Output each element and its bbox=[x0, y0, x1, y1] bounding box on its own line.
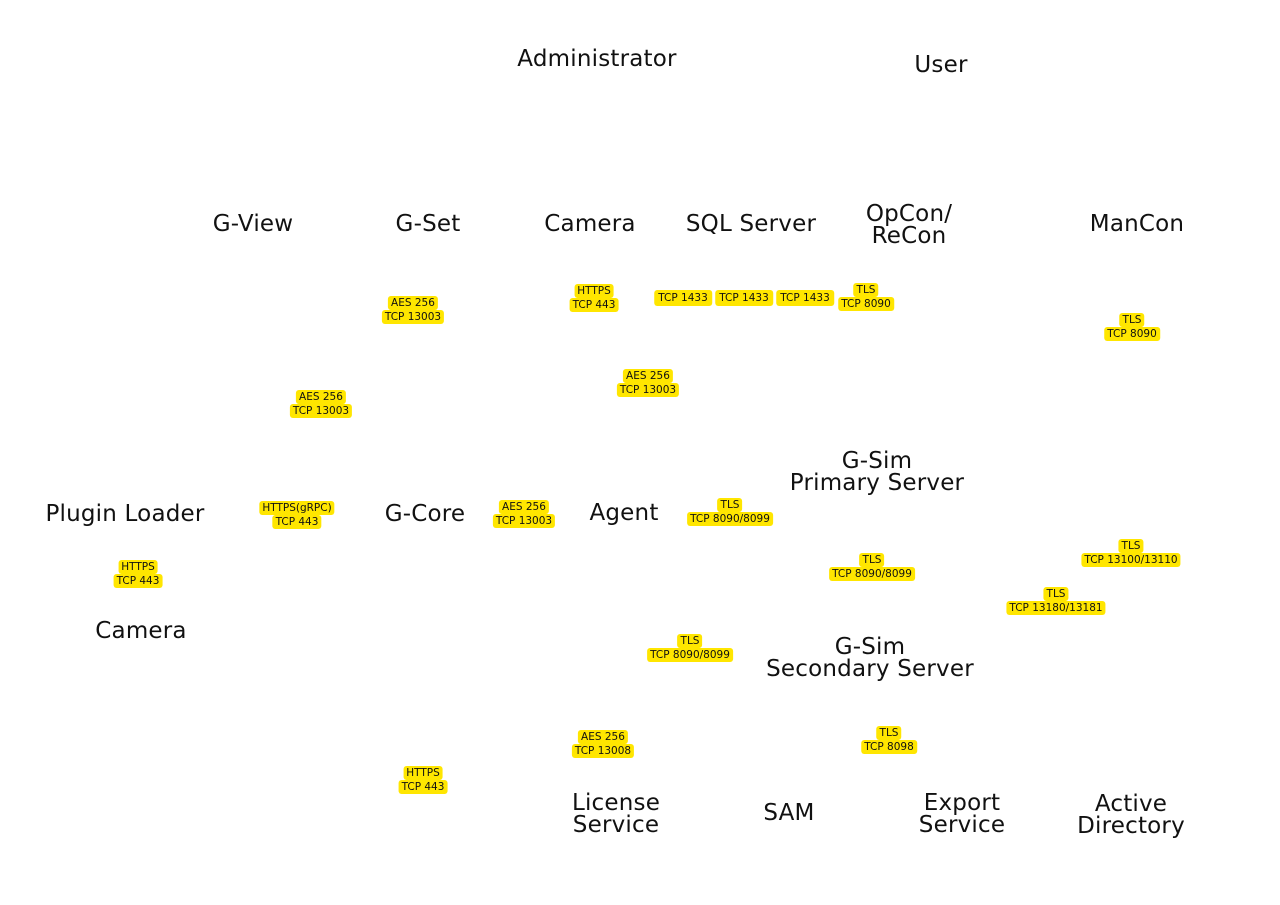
node-g-sim-secondary-server: G-Sim Secondary Server bbox=[766, 634, 974, 682]
protocol-label: HTTPS bbox=[574, 284, 614, 298]
node-camera-top: Camera bbox=[544, 211, 636, 237]
connection-tag: HTTPS TCP 443 bbox=[398, 766, 448, 794]
node-g-view: G-View bbox=[212, 211, 294, 237]
node-label: G-Core bbox=[384, 501, 466, 527]
connection-tag: HTTPS(gRPC) TCP 443 bbox=[259, 501, 335, 529]
connection-tag: TLS TCP 8090 bbox=[1104, 313, 1160, 341]
node-label-line-1: G-Sim bbox=[841, 448, 913, 474]
node-opcon-recon: OpCon/ ReCon bbox=[865, 201, 953, 249]
port-label: TCP 8098 bbox=[861, 740, 917, 754]
port-label: TCP 8090 bbox=[1104, 327, 1160, 341]
node-sam: SAM bbox=[763, 800, 815, 826]
node-label: User bbox=[914, 52, 968, 78]
connection-tag: AES 256 TCP 13003 bbox=[616, 369, 680, 397]
protocol-label: HTTPS bbox=[403, 766, 443, 780]
node-administrator: Administrator bbox=[517, 46, 677, 72]
node-g-sim-primary-server: G-Sim Primary Server bbox=[789, 448, 965, 496]
protocol-label: TLS bbox=[1043, 587, 1069, 601]
protocol-label: AES 256 bbox=[296, 390, 346, 404]
port-label: TCP 8090 bbox=[838, 297, 894, 311]
node-camera-left: Camera bbox=[95, 618, 187, 644]
node-label-line-2: Directory bbox=[1077, 813, 1185, 839]
node-label-line-2: Service bbox=[572, 812, 660, 838]
connection-tag: TLS TCP 13100/13110 bbox=[1081, 539, 1181, 567]
node-label: Agent bbox=[589, 500, 659, 526]
port-label: TCP 1433 bbox=[776, 290, 834, 306]
connection-tag: TCP 1433 bbox=[715, 290, 773, 306]
port-label: TCP 1433 bbox=[654, 290, 712, 306]
protocol-label: HTTPS(gRPC) bbox=[259, 501, 335, 515]
port-label: TCP 13003 bbox=[492, 514, 556, 528]
node-label: Administrator bbox=[517, 46, 677, 72]
node-g-set: G-Set bbox=[395, 211, 461, 237]
port-label: TCP 13100/13110 bbox=[1081, 553, 1181, 567]
node-export-service: Export Service bbox=[918, 790, 1006, 838]
connection-tag: AES 256 TCP 13003 bbox=[381, 296, 445, 324]
connection-tag: TLS TCP 8090/8099 bbox=[687, 498, 773, 526]
port-label: TCP 8090/8099 bbox=[647, 648, 733, 662]
port-label: TCP 13003 bbox=[381, 310, 445, 324]
node-label: G-View bbox=[212, 211, 294, 237]
port-label: TCP 8090/8099 bbox=[829, 567, 915, 581]
port-label: TCP 443 bbox=[398, 780, 448, 794]
node-label-line-1: OpCon/ bbox=[865, 201, 953, 227]
node-label: SAM bbox=[763, 800, 815, 826]
port-label: TCP 13180/13181 bbox=[1006, 601, 1106, 615]
protocol-label: TLS bbox=[677, 634, 703, 648]
node-label: G-Set bbox=[395, 211, 461, 237]
node-label-line-1: G-Sim bbox=[834, 634, 906, 660]
node-label-line-2: Secondary Server bbox=[766, 656, 974, 682]
node-label: Camera bbox=[95, 618, 187, 644]
port-label: TCP 443 bbox=[569, 298, 619, 312]
connection-tag: AES 256 TCP 13003 bbox=[492, 500, 556, 528]
port-label: TCP 443 bbox=[272, 515, 322, 529]
node-label-line-2: Primary Server bbox=[789, 470, 965, 496]
node-g-core: G-Core bbox=[384, 501, 466, 527]
node-label-line-2: Service bbox=[918, 812, 1006, 838]
node-license-service: License Service bbox=[571, 790, 661, 838]
port-label: TCP 443 bbox=[113, 574, 163, 588]
protocol-label: TLS bbox=[717, 498, 743, 512]
connection-tag: TLS TCP 8090/8099 bbox=[647, 634, 733, 662]
protocol-label: TLS bbox=[876, 726, 902, 740]
protocol-label: TLS bbox=[1118, 539, 1144, 553]
port-label: TCP 13003 bbox=[289, 404, 353, 418]
connection-tag: HTTPS TCP 443 bbox=[569, 284, 619, 312]
node-label-line-2: ReCon bbox=[871, 223, 947, 249]
protocol-label: HTTPS bbox=[118, 560, 158, 574]
node-label: Plugin Loader bbox=[45, 501, 205, 527]
connection-tag: TCP 1433 bbox=[654, 290, 712, 306]
port-label: TCP 1433 bbox=[715, 290, 773, 306]
connection-tag: TLS TCP 8098 bbox=[861, 726, 917, 754]
node-plugin-loader: Plugin Loader bbox=[45, 501, 205, 527]
connection-tag: AES 256 TCP 13008 bbox=[571, 730, 635, 758]
protocol-label: TLS bbox=[1119, 313, 1145, 327]
node-label: ManCon bbox=[1089, 211, 1185, 237]
protocol-label: AES 256 bbox=[623, 369, 673, 383]
port-label: TCP 13003 bbox=[616, 383, 680, 397]
protocol-label: TLS bbox=[859, 553, 885, 567]
node-label-line-1: Active bbox=[1094, 791, 1168, 817]
protocol-label: AES 256 bbox=[388, 296, 438, 310]
node-mancon: ManCon bbox=[1089, 211, 1185, 237]
port-label: TCP 8090/8099 bbox=[687, 512, 773, 526]
port-label: TCP 13008 bbox=[571, 744, 635, 758]
connection-tag: HTTPS TCP 443 bbox=[113, 560, 163, 588]
node-label: Camera bbox=[544, 211, 636, 237]
protocol-label: TLS bbox=[853, 283, 879, 297]
connection-tag: TLS TCP 8090/8099 bbox=[829, 553, 915, 581]
connection-tag: TCP 1433 bbox=[776, 290, 834, 306]
node-label-line-1: Export bbox=[923, 790, 1001, 816]
node-agent: Agent bbox=[589, 500, 659, 526]
node-label-line-1: License bbox=[571, 790, 661, 816]
protocol-label: AES 256 bbox=[499, 500, 549, 514]
node-sql-server: SQL Server bbox=[685, 211, 817, 237]
connection-tag: TLS TCP 8090 bbox=[838, 283, 894, 311]
protocol-label: AES 256 bbox=[578, 730, 628, 744]
connection-tag: TLS TCP 13180/13181 bbox=[1006, 587, 1106, 615]
node-user: User bbox=[914, 52, 968, 78]
connection-tag: AES 256 TCP 13003 bbox=[289, 390, 353, 418]
node-active-directory: Active Directory bbox=[1077, 791, 1185, 839]
node-label: SQL Server bbox=[685, 211, 817, 237]
